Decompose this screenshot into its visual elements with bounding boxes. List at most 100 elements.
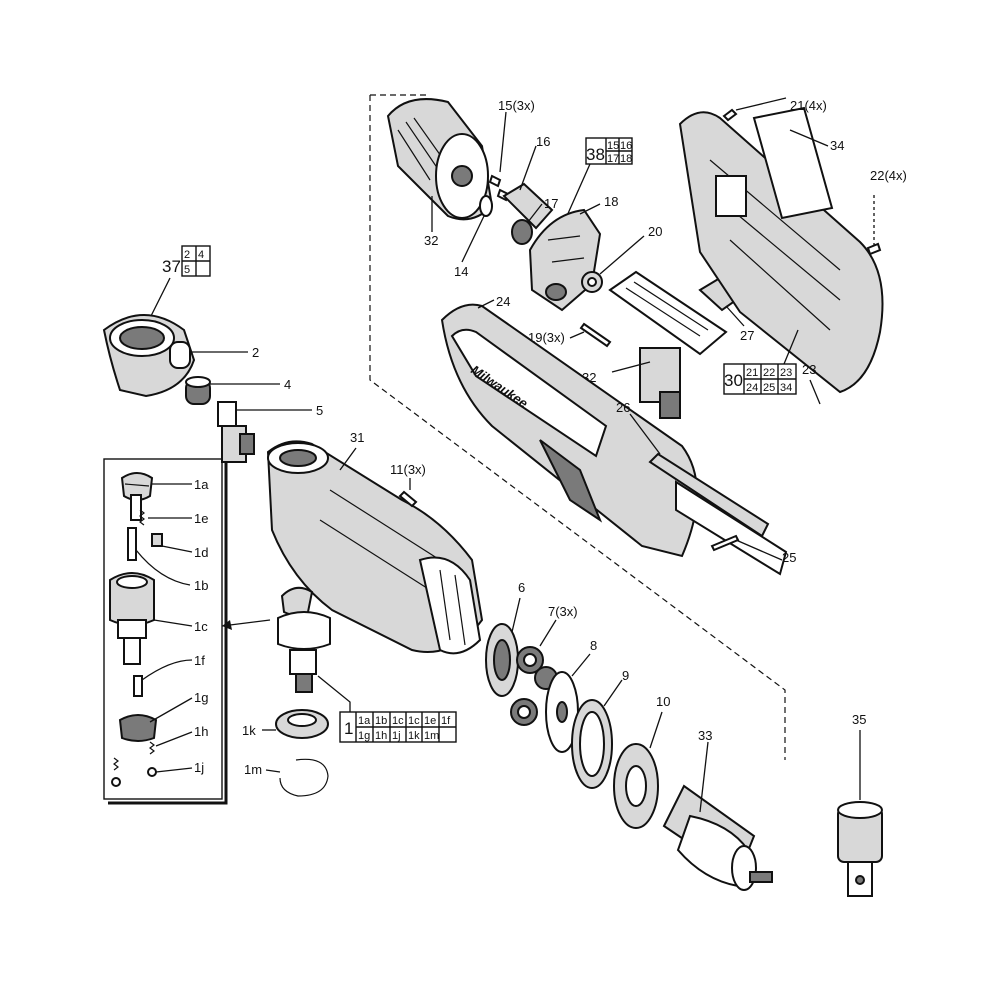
label-33: 33 [698,728,712,743]
label-19: 19(3x) [528,330,565,345]
label-21: 21(4x) [790,98,827,113]
kit-1-cell-6: 1f [441,715,451,727]
part-16-mount-plate [502,182,554,230]
kit-1-cell-4: 1c [408,715,420,727]
label-32-motor: 32 [424,233,438,248]
part-23-housing-half [678,111,884,394]
part-20-bushing [581,271,603,293]
kit-1-cell-1: 1a [358,715,371,727]
inset-box-ratchet-head [103,458,271,805]
kit-1-cell-2: 1b [375,715,387,727]
kit-38-cell-2: 16 [620,140,632,152]
label-22: 22(4x) [870,168,907,183]
label-1d: 1d [194,545,208,560]
label-4: 4 [284,377,291,392]
label-1h: 1h [194,724,208,739]
kit-30-number: 30 [724,371,743,390]
part-19-screws [579,322,612,348]
kit-1-cell-7: 1g [358,730,370,742]
kit-30-cell-2: 22 [763,367,775,379]
part-31-gear-housing [266,440,484,655]
kit-30-cell-6: 34 [780,382,792,394]
part-21-screws [722,108,738,122]
kit-37-number: 37 [162,257,181,276]
part-32-control-board [608,270,728,419]
part-1b-pin [127,527,137,561]
label-1g: 1g [194,690,208,705]
label-6: 6 [518,580,525,595]
part-1d-detent [151,533,163,547]
kit-38-cell-4: 18 [620,153,632,165]
part-1m-snap-ring [279,758,329,797]
part-24-handle-housing: Milwaukee [440,303,698,558]
kit-30-cell-5: 25 [763,382,775,394]
part-10-gear-plate [613,743,659,829]
inset-callouts: 1a 1e 1d 1b 1c 1f 1g 1h 1j [135,477,209,775]
label-5: 5 [316,403,323,418]
label-1a: 1a [194,477,209,492]
part-14-washer [479,195,493,217]
kit-38-number: 38 [586,145,605,164]
kit-1-cell-9: 1j [392,730,401,742]
part-22-screws [866,194,882,256]
label-10: 10 [656,694,670,709]
kit-30-cell-1: 21 [746,367,758,379]
label-26: 26 [616,400,630,415]
kit-1-cell-3: 1c [392,715,404,727]
label-15: 15(3x) [498,98,535,113]
kit-30-cell-4: 24 [746,382,758,394]
part-26-strip [648,452,788,576]
label-7: 7(3x) [548,604,578,619]
part-34-label [752,106,834,220]
kit-37-cell-3: 5 [184,264,190,276]
kit-1-table: 1 1a 1b 1c 1c 1e 1f 1g 1h 1j 1k 1m [317,675,457,743]
part-1a-selector-knob [120,472,154,521]
kit-1-cell-5: 1e [424,715,436,727]
label-25: 25 [782,550,796,565]
label-23: 23 [802,362,816,377]
label-27: 27 [740,328,754,343]
part-1-ratchet-head-assembly [277,586,331,693]
label-1f: 1f [194,653,205,668]
part-1c-drive-head [109,572,155,665]
part-18-switch-assembly [528,208,602,312]
part-1f-pin [133,675,143,697]
part-1k-washer [275,709,329,739]
label-9: 9 [622,668,629,683]
kit-37-cell-1: 2 [184,249,190,261]
part-25-pin [710,534,740,552]
part-9-ring-gear [571,699,613,789]
label-34: 34 [830,138,844,153]
kit-1-cell-10: 1k [408,730,420,742]
kit-38-box: 38 15 16 17 18 [565,137,633,219]
label-35: 35 [852,712,866,727]
label-14: 14 [454,264,468,279]
label-1b: 1b [194,578,208,593]
kit-1-number: 1 [344,719,353,738]
label-16: 16 [536,134,550,149]
part-6-planet-carrier [485,623,519,697]
part-32-motor-can [386,98,494,221]
kit-30-cell-3: 23 [780,367,792,379]
label-1j: 1j [194,760,204,775]
part-4-bushing [185,376,211,405]
kit-37-cell-2: 4 [198,249,204,261]
kit-30-box: 30 21 22 23 24 25 34 [723,329,799,395]
label-24: 24 [496,294,510,309]
label-11: 11(3x) [390,462,426,477]
label-1m: 1m [244,762,262,777]
part-2-ring-housing [102,314,196,398]
part-7-planet-gears [510,646,558,726]
kit-37-box: 37 2 4 5 [149,245,211,319]
part-11-screw [398,490,418,508]
label-1k: 1k [242,723,256,738]
part-35-socket-adapter [837,801,883,897]
label-17: 17 [544,196,558,211]
kit-1-cell-11: 1m [424,730,439,742]
kit-38-cell-1: 15 [607,140,619,152]
label-1e: 1e [194,511,208,526]
label-31: 31 [350,430,364,445]
kit-1-cell-8: 1h [375,730,387,742]
label-2: 2 [252,345,259,360]
